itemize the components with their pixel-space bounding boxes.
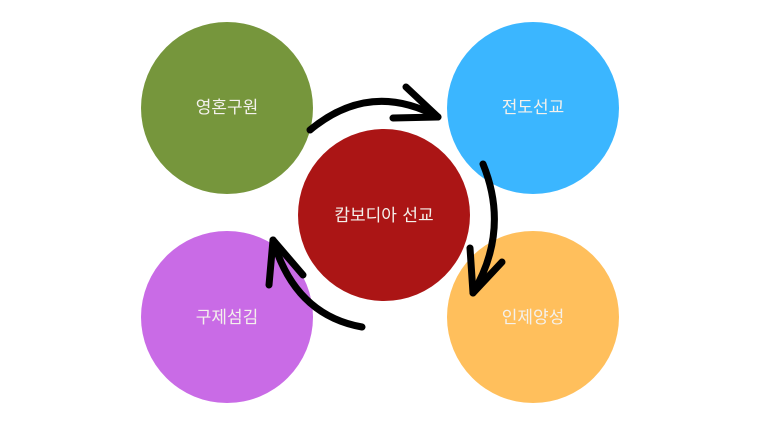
arrow-bottom-left — [265, 236, 366, 331]
arrow-right — [466, 160, 506, 297]
arrow-top — [306, 83, 442, 134]
node-bottom-left-label: 구제섬김 — [195, 308, 259, 328]
node-bottom-right-label: 인제양성 — [501, 308, 565, 328]
node-top-left-circle — [141, 22, 313, 194]
node-top-left-label: 영혼구원 — [195, 98, 259, 118]
node-top-right-label: 전도선교 — [501, 98, 565, 118]
node-center-circle — [298, 129, 470, 301]
node-top-right-circle — [447, 22, 619, 194]
node-center-label: 캄보디아 선교 — [334, 206, 434, 226]
